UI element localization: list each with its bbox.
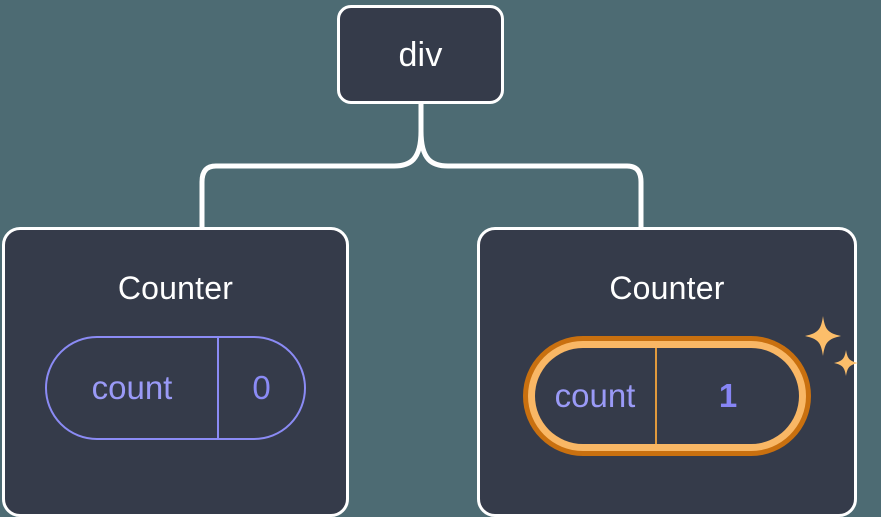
node-counter-left[interactable]: Counter count 0	[2, 227, 349, 517]
state-pill-right-wrap: count 1	[523, 316, 858, 456]
sparkle-group	[805, 316, 858, 376]
node-div[interactable]: div	[337, 5, 504, 104]
sparkle-small-icon	[834, 350, 858, 376]
highlight-ring: count 1	[528, 341, 806, 451]
state-pill-right[interactable]: count 1	[523, 336, 811, 456]
state-pill-left-wrap: count 0	[45, 336, 306, 440]
node-div-label: div	[398, 35, 443, 74]
node-counter-right[interactable]: Counter count 1	[477, 227, 858, 517]
state-value-left: 0	[252, 369, 271, 406]
state-key-right: count	[535, 348, 657, 444]
state-pill-left[interactable]: count 0	[45, 336, 306, 440]
diagram-canvas: div Counter count 0 Counter count 1	[2, 5, 858, 517]
connector-branch-right	[418, 128, 644, 230]
connector-branch-left	[199, 128, 424, 230]
state-pill-right-body: count 1	[535, 348, 799, 444]
state-key-left: count	[47, 338, 219, 438]
sparkle-large-icon	[805, 316, 841, 356]
node-counter-left-label: Counter	[117, 270, 234, 306]
node-counter-right-label: Counter	[609, 270, 725, 306]
state-value-right: 1	[718, 377, 738, 414]
